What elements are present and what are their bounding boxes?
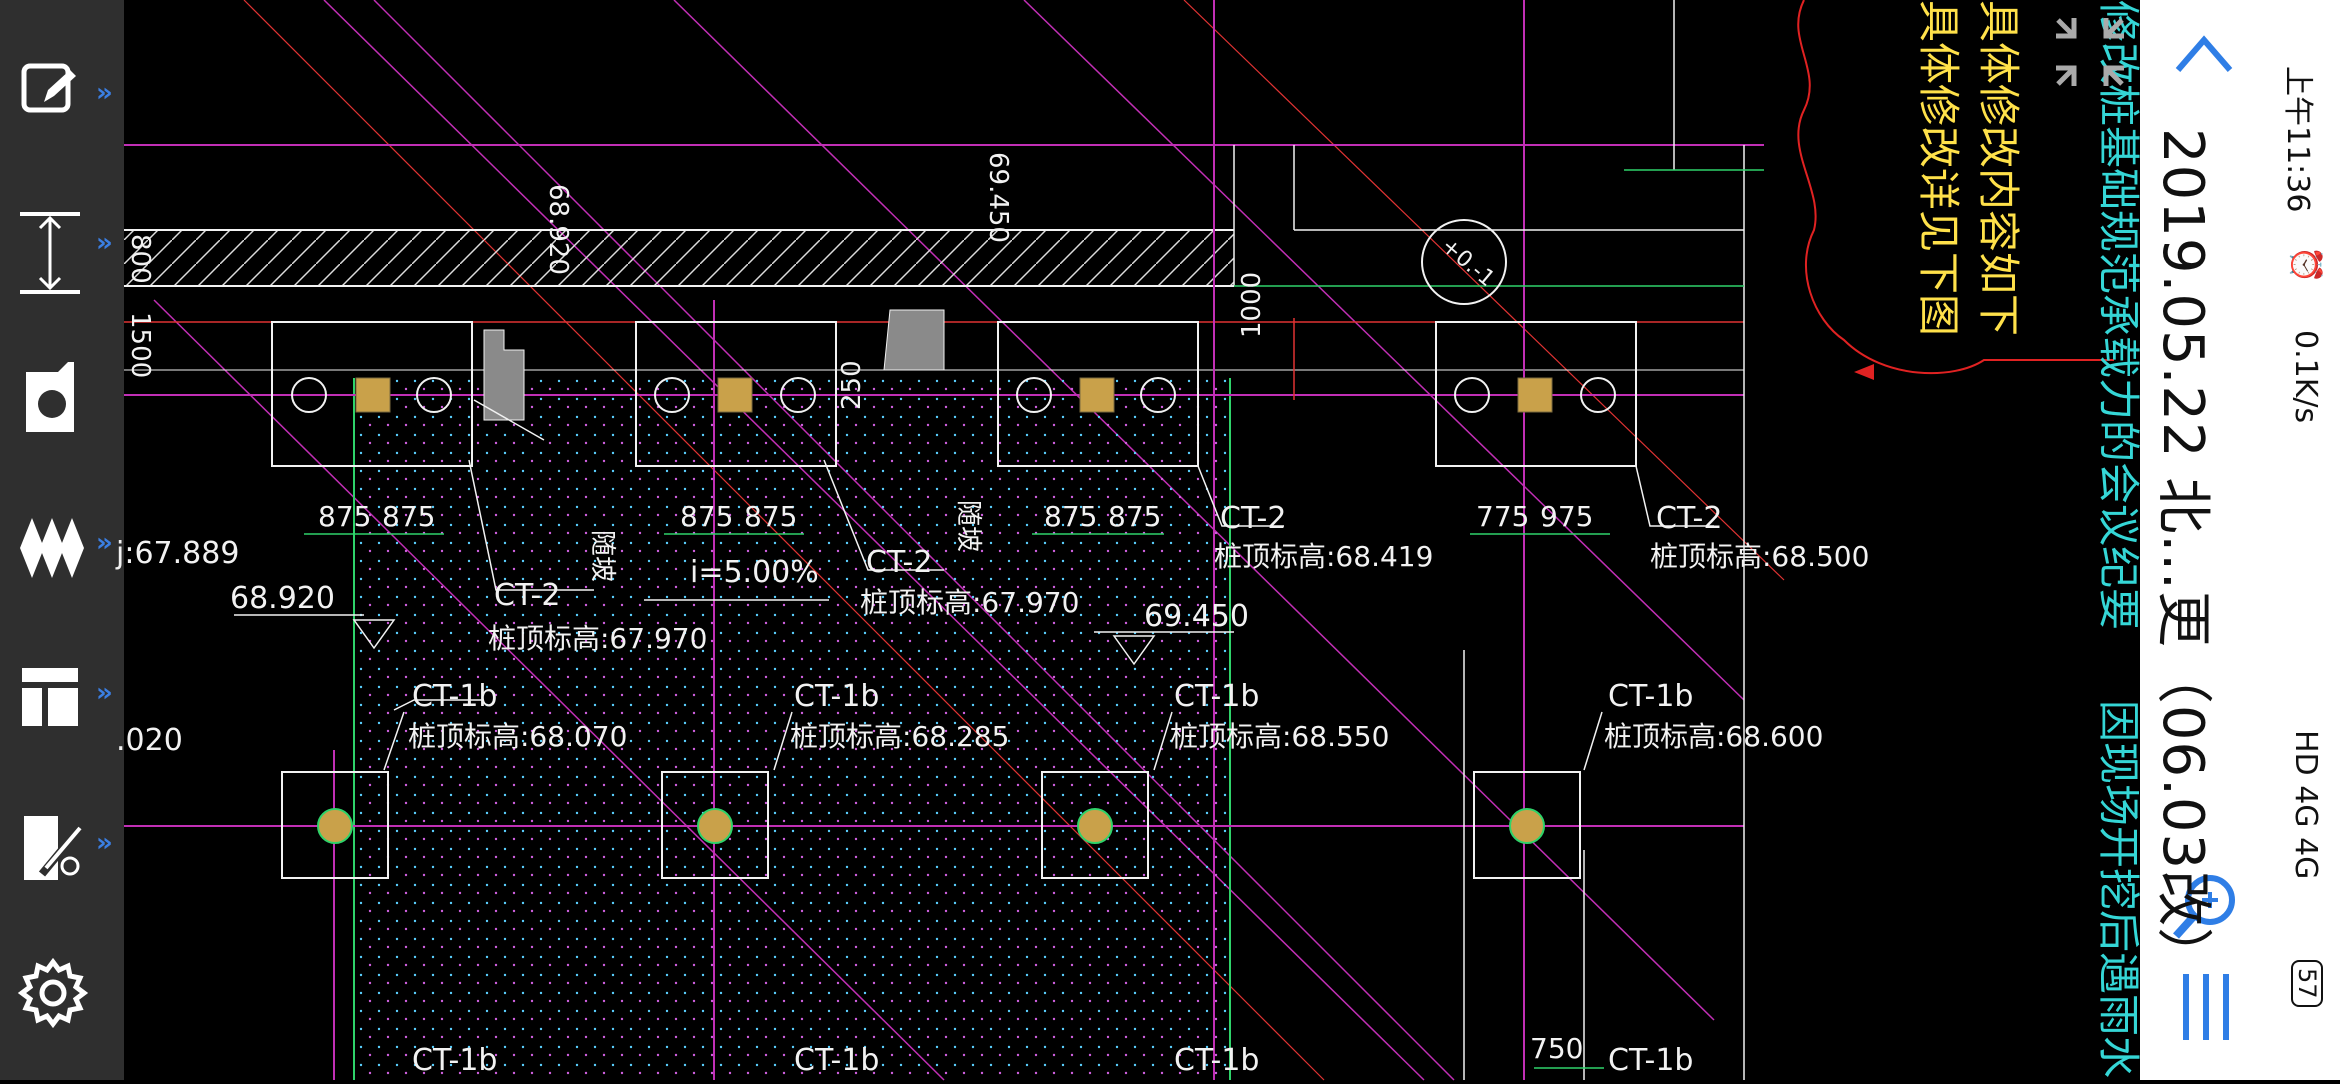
layout-icon bbox=[22, 668, 78, 726]
dim-875-1: 875 bbox=[318, 500, 371, 533]
menu-button[interactable] bbox=[2174, 972, 2238, 1046]
ct2-a-label: CT-2 bbox=[494, 578, 560, 613]
dim-875-2: 875 bbox=[382, 500, 435, 533]
alarm-icon: ⏰ bbox=[2288, 246, 2323, 284]
circle-tag: +0.-1 bbox=[1436, 233, 1499, 292]
left-toolbar: » » » » bbox=[0, 0, 124, 1080]
chevron-back-icon bbox=[2175, 35, 2233, 72]
note-cyan-1: 修改桩基础规范承载力的会议纪要 bbox=[2094, 0, 2143, 630]
elev-68920: 68.920 bbox=[230, 581, 335, 616]
expand-chevron[interactable]: » bbox=[96, 528, 113, 558]
ct1b-f-label: CT-1b bbox=[794, 1043, 879, 1078]
expand-chevron[interactable]: » bbox=[96, 828, 113, 858]
dim-750: 750 bbox=[1530, 1032, 1583, 1065]
status-network: HD 4G 4G bbox=[2288, 730, 2323, 880]
ct1b-d-label: CT-1b bbox=[1608, 679, 1693, 714]
status-time: 上午11:36 bbox=[2280, 66, 2315, 213]
ct1b-d-elev: 桩顶标高:68.600 bbox=[1604, 720, 1823, 753]
ct2-b-label: CT-2 bbox=[866, 545, 932, 580]
dim-975: 975 bbox=[1540, 500, 1593, 533]
edit-pencil-icon bbox=[21, 63, 76, 113]
back-button[interactable] bbox=[2174, 30, 2234, 84]
ct1b-b-elev: 桩顶标高:68.285 bbox=[790, 720, 1009, 753]
dim-875-6: 875 bbox=[1108, 500, 1161, 533]
ct1b-h-label: CT-1b bbox=[1608, 1043, 1693, 1078]
expand-chevron[interactable]: » bbox=[96, 228, 113, 258]
ct1b-g-label: CT-1b bbox=[1174, 1043, 1259, 1078]
measure-tool-button[interactable]: » bbox=[0, 188, 124, 298]
note-yellow-2: 具体修改详见下图 bbox=[1914, 0, 1963, 336]
ct2-c-label: CT-2 bbox=[1220, 501, 1286, 536]
dim-875-3: 875 bbox=[680, 500, 733, 533]
fullscreen-button[interactable] bbox=[2050, 12, 2130, 92]
dim-1000: 1000 bbox=[1237, 272, 1267, 338]
layout-tool-button[interactable]: » bbox=[0, 638, 124, 748]
ct2-d-label: CT-2 bbox=[1656, 501, 1722, 536]
menu-icon bbox=[2183, 974, 2229, 1040]
status-speed: 0.1K/s bbox=[2288, 330, 2323, 424]
ct2-c-elev: 桩顶标高:68.419 bbox=[1214, 540, 1433, 573]
note-yellow-1: 具体修改内容如下 bbox=[1974, 0, 2023, 336]
vert-1500: 1500 bbox=[125, 312, 155, 378]
search-icon bbox=[2173, 875, 2235, 939]
note-cyan-2: 因现场开挖后遇雨水 bbox=[2094, 700, 2143, 1078]
ct1b-e-label: CT-1b bbox=[412, 1043, 497, 1078]
layers-tool-button[interactable]: » bbox=[0, 488, 124, 598]
cad-drawing: CT-2 桩顶标高:67.970 CT-2 桩顶标高:67.970 CT-2 桩… bbox=[115, 0, 2143, 1081]
search-button[interactable] bbox=[2170, 870, 2242, 946]
vert-69450: 69.450 bbox=[983, 152, 1013, 243]
elev-020: .020 bbox=[116, 723, 183, 758]
edit-tool-button[interactable]: » bbox=[0, 38, 124, 148]
elev-left-cut: j:67.889 bbox=[115, 536, 239, 571]
slope-note-b: 随坡 bbox=[953, 500, 983, 552]
ct1b-a-elev: 桩顶标高:68.070 bbox=[408, 720, 627, 753]
dim-875-5: 875 bbox=[1044, 500, 1097, 533]
expand-chevron[interactable]: » bbox=[96, 678, 113, 708]
settings-button[interactable] bbox=[0, 938, 124, 1048]
measure-distance-icon bbox=[20, 212, 80, 294]
tools-icon bbox=[24, 816, 84, 880]
battery-indicator: 57 bbox=[2291, 960, 2323, 1007]
drawing-title: 2019.05.22 北...更（06.03改） bbox=[2150, 128, 2215, 985]
dim-875-4: 875 bbox=[744, 500, 797, 533]
ct1b-b-label: CT-1b bbox=[794, 679, 879, 714]
ct1b-c-label: CT-1b bbox=[1174, 679, 1259, 714]
dim-775: 775 bbox=[1476, 500, 1529, 533]
expand-chevron[interactable]: » bbox=[96, 78, 113, 108]
ct2-d-elev: 桩顶标高:68.500 bbox=[1650, 540, 1869, 573]
camera-tool-button[interactable] bbox=[0, 338, 124, 448]
ct1b-c-elev: 桩顶标高:68.550 bbox=[1170, 720, 1389, 753]
dim-250: 250 bbox=[837, 360, 867, 410]
vert-68920: 68.920 bbox=[543, 184, 573, 275]
slope-label: i=5.00% bbox=[690, 555, 819, 590]
layers-icon bbox=[20, 518, 84, 578]
ct1b-a-label: CT-1b bbox=[412, 679, 497, 714]
elev-69450: 69.450 bbox=[1144, 599, 1249, 634]
vert-800: 800 bbox=[125, 234, 155, 284]
tools-tool-button[interactable]: » bbox=[0, 788, 124, 898]
gear-icon bbox=[17, 957, 89, 1029]
camera-icon bbox=[26, 362, 74, 432]
cad-drawing-canvas[interactable]: CT-2 桩顶标高:67.970 CT-2 桩顶标高:67.970 CT-2 桩… bbox=[115, 0, 2143, 1081]
slope-note-a: 随坡 bbox=[587, 530, 617, 582]
status-bar: 上午11:36 ⏰ 0.1K/s HD 4G 4G 57 bbox=[2265, 0, 2340, 1080]
fullscreen-exit-icon bbox=[2056, 18, 2124, 86]
ct2-b-elev: 桩顶标高:67.970 bbox=[860, 586, 1079, 619]
ct2-a-elev: 桩顶标高:67.970 bbox=[488, 622, 707, 655]
